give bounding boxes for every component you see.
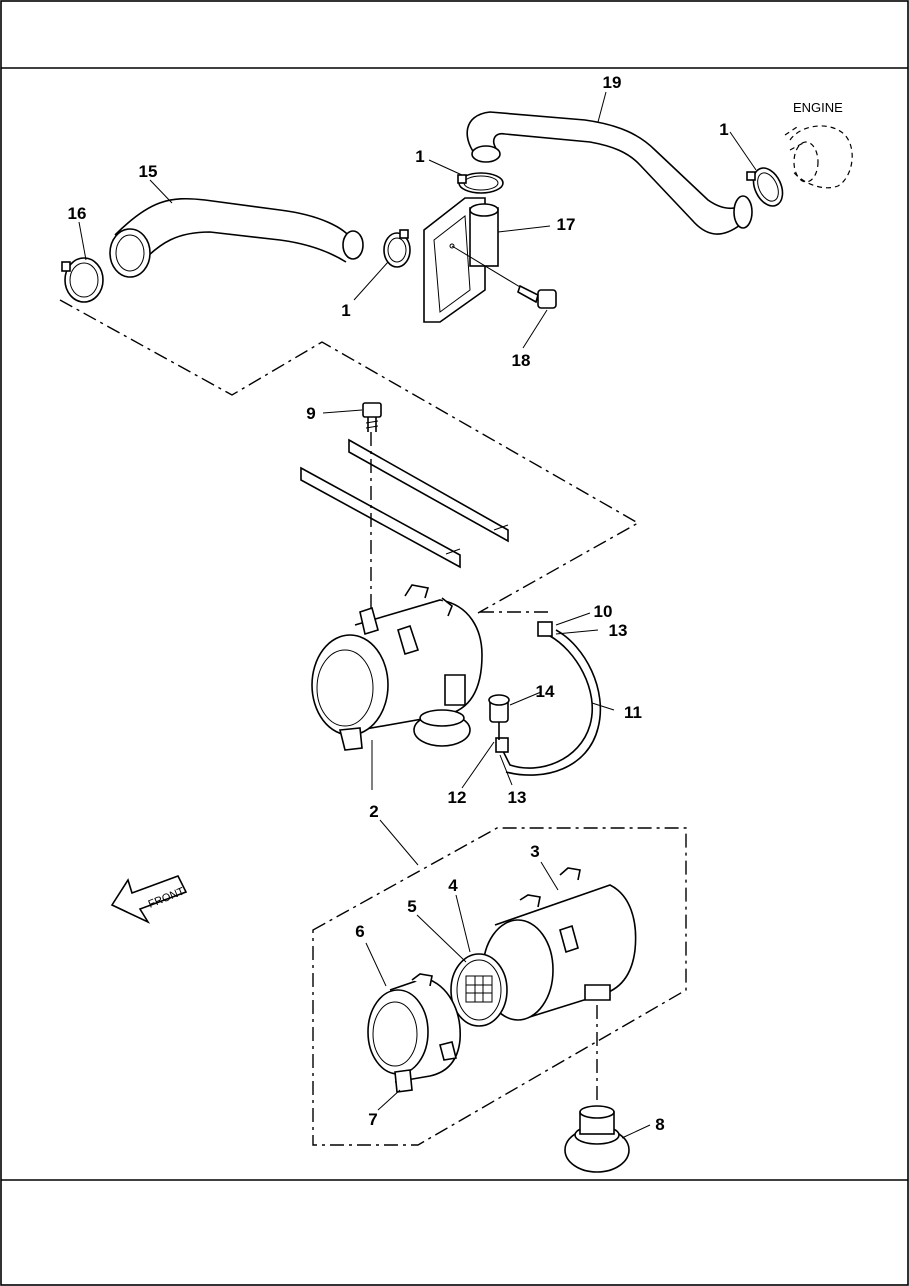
callout-13-upper: 13 bbox=[609, 621, 628, 640]
vacuator-hose-11 bbox=[495, 621, 602, 776]
callout-leaders bbox=[78, 91, 757, 1139]
mounting-strip-upper bbox=[348, 438, 509, 543]
callout-3: 3 bbox=[530, 842, 539, 861]
front-direction-arrow: FRONT bbox=[110, 875, 188, 924]
callout-18: 18 bbox=[512, 351, 531, 370]
cap-8 bbox=[564, 1005, 630, 1173]
hose-19 bbox=[466, 111, 753, 235]
cover-6 bbox=[367, 973, 461, 1083]
callout-19: 19 bbox=[603, 73, 622, 92]
bolt-18 bbox=[451, 245, 557, 309]
mounting-strip-lower bbox=[300, 466, 461, 569]
bolt-9 bbox=[362, 402, 382, 432]
hose-clamp-1-top bbox=[457, 172, 504, 194]
callout-15: 15 bbox=[139, 162, 158, 181]
callout-4: 4 bbox=[448, 876, 458, 895]
callout-10: 10 bbox=[594, 602, 613, 621]
leader-2-box bbox=[379, 819, 419, 866]
bracket-17 bbox=[423, 197, 499, 323]
safety-element-5 bbox=[465, 975, 493, 1003]
hose-clamp-1-engine bbox=[746, 167, 784, 207]
filter-element-4 bbox=[450, 953, 508, 1027]
air-cleaner-assembly-2 bbox=[311, 584, 483, 751]
callout-9: 9 bbox=[306, 404, 315, 423]
callout-12: 12 bbox=[448, 788, 467, 807]
exploded-view-boundary bbox=[312, 827, 687, 1146]
callout-1-engine: 1 bbox=[719, 120, 728, 139]
callout-1-top: 1 bbox=[415, 147, 424, 166]
callout-8: 8 bbox=[655, 1115, 664, 1134]
leader-dashdot-upper bbox=[59, 299, 640, 614]
callout-13-lower: 13 bbox=[508, 788, 527, 807]
callout-17: 17 bbox=[557, 215, 576, 234]
hose-clamp-1-middle bbox=[383, 229, 411, 268]
callout-7: 7 bbox=[368, 1110, 377, 1129]
callout-6: 6 bbox=[355, 922, 364, 941]
valve-7 bbox=[394, 1069, 413, 1093]
callout-2: 2 bbox=[369, 802, 378, 821]
hose-clamp-16 bbox=[61, 257, 104, 303]
callout-14: 14 bbox=[536, 682, 555, 701]
engine-label: ENGINE bbox=[793, 100, 843, 115]
indicator-14 bbox=[488, 694, 510, 740]
callout-5: 5 bbox=[407, 897, 416, 916]
callout-11: 11 bbox=[624, 703, 642, 722]
callout-1-middle: 1 bbox=[341, 301, 350, 320]
hose-15 bbox=[109, 197, 364, 278]
callout-16: 16 bbox=[68, 204, 87, 223]
engine-outline bbox=[784, 124, 853, 189]
